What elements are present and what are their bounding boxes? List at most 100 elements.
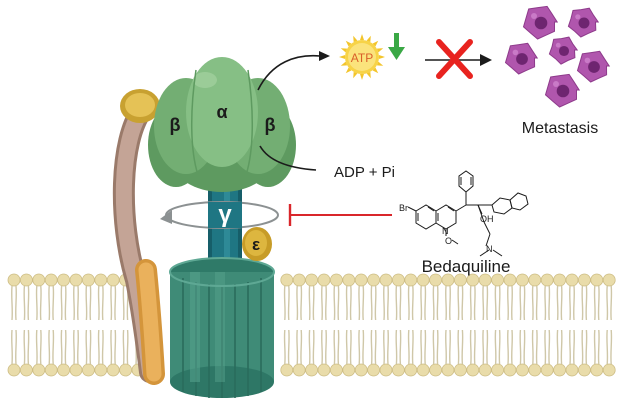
lipid-head bbox=[7, 273, 21, 287]
inhibition-bar bbox=[288, 204, 392, 226]
lipid-head bbox=[565, 363, 579, 377]
beta-right-label: β bbox=[265, 115, 276, 135]
lipid-tail bbox=[585, 285, 588, 321]
lipid-tail bbox=[48, 329, 51, 365]
lipid-head bbox=[367, 363, 381, 377]
lipid-head bbox=[19, 363, 33, 377]
lipid-tail bbox=[424, 285, 427, 321]
lipid-head bbox=[32, 273, 46, 287]
lipid-tail bbox=[85, 329, 88, 365]
lipid-head bbox=[317, 273, 331, 287]
lipid-tail bbox=[610, 285, 613, 321]
lipid-tail bbox=[73, 285, 75, 321]
lipid-tail bbox=[337, 329, 340, 365]
lipid-tail bbox=[15, 329, 17, 365]
lipid-tail bbox=[519, 329, 522, 365]
f0-c-ring bbox=[169, 257, 275, 398]
lipid-head bbox=[7, 363, 21, 377]
lipid-tail bbox=[77, 329, 79, 365]
lipid-tail bbox=[60, 285, 63, 321]
sun-ray bbox=[340, 61, 348, 66]
lipid-tail bbox=[523, 329, 526, 365]
lipid-tail bbox=[449, 285, 451, 321]
lipid-tail bbox=[64, 285, 67, 321]
lipid-tail bbox=[445, 329, 447, 365]
lipid-head bbox=[57, 363, 70, 377]
lipid-tail bbox=[573, 285, 575, 321]
lipid-tail bbox=[333, 285, 336, 321]
sun-ray bbox=[340, 48, 348, 53]
lipid-bilayer bbox=[7, 273, 616, 377]
lipid-tail bbox=[445, 285, 447, 321]
lipid-head bbox=[391, 273, 405, 287]
lipid-tail bbox=[535, 285, 538, 321]
lipid-tail bbox=[345, 329, 348, 365]
lipid-tail bbox=[606, 285, 609, 321]
lipid-tail bbox=[383, 329, 385, 365]
lipid-tail bbox=[362, 285, 365, 321]
lipid-head bbox=[379, 273, 393, 287]
lipid-head bbox=[540, 363, 554, 377]
epsilon-label: ε bbox=[252, 235, 260, 254]
lipid-tail bbox=[77, 285, 79, 321]
sun-ray bbox=[366, 71, 371, 79]
f1-head: α β β bbox=[148, 57, 296, 192]
gamma-label: γ bbox=[218, 201, 232, 228]
lipid-head bbox=[404, 273, 418, 287]
lipid-head bbox=[69, 363, 83, 377]
lipid-tail bbox=[457, 285, 460, 321]
adp-pi-label: ADP + Pi bbox=[334, 164, 395, 181]
lipid-tail bbox=[523, 285, 526, 321]
lipid-tail bbox=[35, 285, 38, 321]
lipid-tail bbox=[560, 329, 563, 365]
lipid-tail bbox=[374, 285, 377, 321]
lipid-head bbox=[354, 273, 368, 287]
lipid-tail bbox=[420, 285, 423, 321]
lipid-tail bbox=[126, 329, 129, 365]
lipid-tail bbox=[498, 329, 501, 365]
lipid-tail bbox=[52, 285, 55, 321]
atp-output-arrow bbox=[257, 51, 330, 91]
lipid-tail bbox=[573, 329, 575, 365]
lipid-tail bbox=[15, 285, 17, 321]
lipid-tail bbox=[548, 285, 551, 321]
lipid-tail bbox=[333, 329, 336, 365]
lipid-head bbox=[57, 273, 70, 287]
lipid-head bbox=[602, 273, 616, 287]
atp-icon: ATP bbox=[339, 34, 385, 80]
lipid-tail bbox=[544, 285, 547, 321]
rotation-indicator bbox=[160, 201, 279, 229]
lipid-tail bbox=[283, 329, 286, 365]
lipid-tail bbox=[349, 329, 352, 365]
lipid-head bbox=[491, 363, 505, 377]
lipid-tail bbox=[482, 285, 485, 321]
lipid-tail bbox=[374, 329, 377, 365]
peripheral-stalk bbox=[112, 89, 165, 385]
lipid-head bbox=[44, 363, 58, 377]
lipid-tail bbox=[498, 285, 501, 321]
lipid-tail bbox=[511, 329, 513, 365]
mol-n-label: N bbox=[442, 226, 449, 236]
sun-ray bbox=[359, 34, 365, 41]
lipid-head bbox=[367, 273, 381, 287]
lipid-head bbox=[379, 363, 393, 377]
lipid-tail bbox=[325, 329, 327, 365]
lipid-head bbox=[305, 273, 319, 287]
lipid-tail bbox=[407, 329, 410, 365]
lipid-tail bbox=[482, 329, 485, 365]
lipid-head bbox=[590, 273, 604, 287]
lipid-tail bbox=[97, 285, 100, 321]
lipid-tail bbox=[544, 329, 547, 365]
lipid-tail bbox=[560, 285, 563, 321]
lipid-tail bbox=[308, 329, 311, 365]
lipid-head bbox=[528, 363, 542, 377]
lipid-tail bbox=[114, 285, 117, 321]
metastasis-label: Metastasis bbox=[522, 120, 598, 137]
lipid-head bbox=[82, 273, 95, 287]
lipid-head bbox=[466, 273, 480, 287]
lipid-head bbox=[391, 363, 405, 377]
metastatic-cells bbox=[504, 5, 611, 108]
lipid-tail bbox=[114, 329, 117, 365]
lipid-tail bbox=[519, 285, 522, 321]
